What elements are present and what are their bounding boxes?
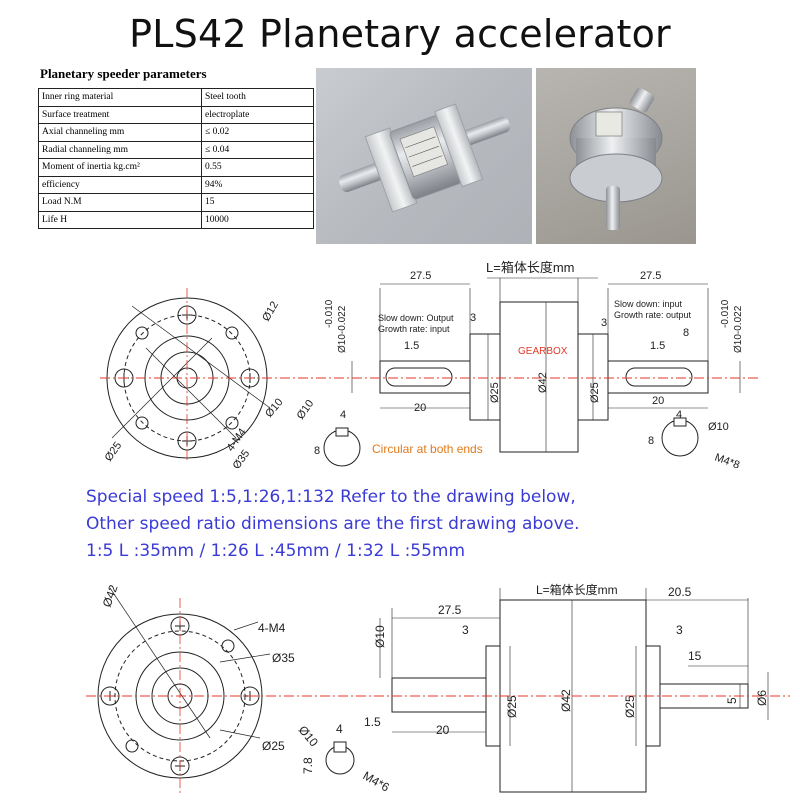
dim-4-key-left: 4 [340, 409, 346, 421]
parameter-value: 94% [201, 175, 314, 194]
dim2-15: 15 [688, 649, 702, 663]
dim-m4x8: M4*8 [713, 452, 741, 468]
left-shaft-note-2: Growth rate: input [378, 324, 450, 334]
parameter-row: Radial channeling mm≤ 0.04 [38, 140, 314, 159]
dim2-7-8: 7.8 [301, 757, 315, 774]
dim-8-key-left: 8 [314, 445, 320, 457]
parameter-name: Moment of inertia kg.cm² [38, 158, 202, 177]
parameter-name: Load N.M [38, 193, 202, 212]
parameter-name: Life H [38, 210, 202, 229]
parameter-name: Inner ring material [38, 88, 202, 107]
parameter-row: Axial channeling mm≤ 0.02 [38, 123, 314, 142]
dim-phi25-front: Ø25 [103, 440, 125, 464]
dim-phi12: Ø12 [260, 299, 281, 323]
dim2-shaft-phi10: Ø10 [373, 625, 387, 648]
dim2-phi42: Ø42 [100, 583, 121, 609]
parameter-name: Surface treatment [38, 105, 202, 124]
dim-3-right: 3 [601, 317, 607, 329]
dim2-body-phi25-left: Ø25 [505, 695, 519, 718]
parameter-value: ≤ 0.04 [201, 140, 314, 159]
parameter-name: Radial channeling mm [38, 140, 202, 159]
shaft-tolerance-right: Ø10-0.022 [733, 305, 744, 353]
dim2-5: 5 [725, 697, 739, 704]
dim2-3-right: 3 [676, 623, 683, 637]
bolt-hole-group [114, 305, 260, 451]
dim2-20: 20 [436, 723, 450, 737]
dim2-3-left: 3 [462, 623, 469, 637]
gearbox-side-image [338, 103, 511, 213]
dim2-phi10-key: Ø10 [296, 723, 322, 750]
dim-4-key-right: 4 [676, 409, 682, 421]
dim2-20-5: 20.5 [668, 585, 692, 599]
dim2-body-phi42: Ø42 [559, 689, 573, 712]
gearbox-angle-image [569, 87, 663, 230]
parameter-value: ≤ 0.02 [201, 123, 314, 142]
parameter-table: Planetary speeder parameters Inner ring … [38, 66, 314, 229]
shaft-tolerance-left-top: -0.010 [324, 299, 335, 328]
dim2-phi35: Ø35 [272, 651, 295, 665]
product-photo-side [316, 68, 532, 244]
dim-box-length: L=箱体长度mm [486, 260, 574, 275]
dim2-4-m4: 4-M4 [258, 621, 286, 635]
dim2-1-5: 1.5 [364, 715, 381, 729]
parameter-table-heading: Planetary speeder parameters [40, 66, 207, 81]
dim-1-5-right: 1.5 [650, 340, 665, 352]
dim-phi25-body-right: Ø25 [589, 382, 601, 403]
dim-20-right: 20 [652, 395, 664, 407]
dim2-phi25: Ø25 [262, 739, 285, 753]
dim-27-5-right: 27.5 [640, 270, 661, 282]
right-shaft-note-1: Slow down: input [614, 299, 683, 309]
dim2-phi6: Ø6 [755, 690, 769, 706]
length-by-ratio-note: 1:5 L :35mm / 1:26 L :45mm / 1:32 L :55m… [86, 541, 466, 561]
shaft-tolerance-right-top: -0.010 [720, 299, 731, 328]
dim-phi10-key-right: Ø10 [708, 421, 729, 433]
dimension-drawing-special: Ø42 4-M4 Ø35 Ø25 Ø10 4 7.8 M4*6 L=箱体长度mm… [86, 582, 790, 795]
circular-ends-note: Circular at both ends [372, 442, 483, 456]
dim-phi10-key-left: Ø10 [295, 398, 317, 422]
parameter-value: 0.55 [201, 158, 314, 177]
dim-3-left: 3 [470, 312, 476, 324]
parameter-value: 15 [201, 193, 314, 212]
right-shaft-note-2: Growth rate: output [614, 310, 692, 320]
dim2-4-key: 4 [336, 722, 343, 736]
shaft-tolerance-left: Ø10-0.022 [337, 305, 348, 353]
dim2-m4x6: M4*6 [361, 768, 393, 794]
gearbox-label: GEARBOX [518, 346, 568, 357]
dim-phi25-body-left: Ø25 [489, 382, 501, 403]
dim-1-5-left: 1.5 [404, 340, 419, 352]
dim2-box-length: L=箱体长度mm [536, 582, 618, 597]
left-shaft-note-1: Slow down: Output [378, 313, 454, 323]
other-ratio-note: Other speed ratio dimensions are the fir… [86, 514, 580, 534]
special-speed-note: Special speed 1:5,1:26,1:132 Refer to th… [86, 487, 576, 507]
parameter-value: Steel tooth [201, 88, 314, 107]
dim-phi10-front: Ø10 [263, 396, 286, 420]
parameter-value: 10000 [201, 210, 314, 229]
dimension-drawing-standard: 27.5 L=箱体长度mm 27.5 Slow down: Output Gro… [100, 260, 760, 468]
dim2-body-phi25-right: Ø25 [623, 695, 637, 718]
product-photo-angle [536, 68, 696, 244]
parameter-name: Axial channeling mm [38, 123, 202, 142]
dim-20-left: 20 [414, 402, 426, 414]
dim-phi42-body: Ø42 [537, 372, 549, 393]
parameter-name: efficiency [38, 175, 202, 194]
page-title: PLS42 Planetary accelerator [129, 12, 671, 56]
parameter-value: electroplate [201, 105, 314, 124]
dim-8-key-right: 8 [648, 435, 654, 447]
dim-8: 8 [683, 327, 689, 339]
dim-27-5-left: 27.5 [410, 270, 431, 282]
dim2-27-5: 27.5 [438, 603, 462, 617]
